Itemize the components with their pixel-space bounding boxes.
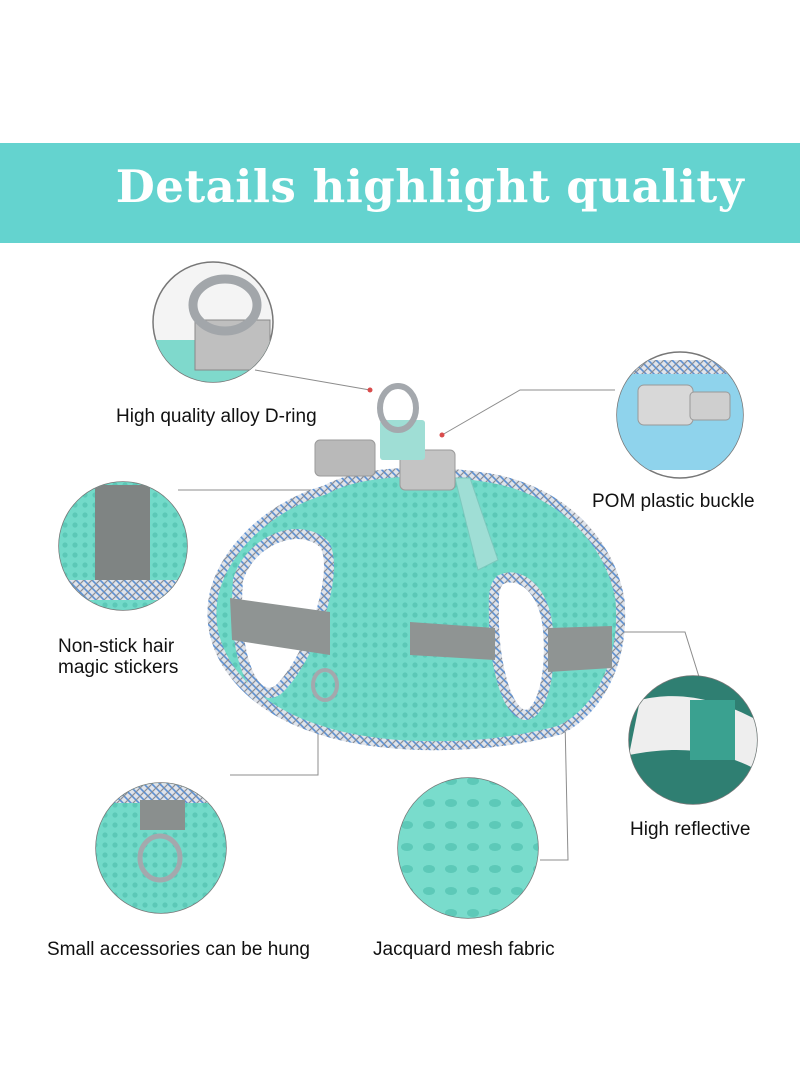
velcro-closeup: [58, 481, 188, 611]
label-d-ring: High quality alloy D-ring: [116, 406, 317, 427]
reflective-strip-closeup: [628, 675, 758, 805]
label-accessories: Small accessories can be hung: [47, 939, 310, 960]
small-d-ring-closeup: [95, 782, 227, 914]
buckle-closeup: [616, 351, 744, 479]
label-mesh: Jacquard mesh fabric: [373, 939, 555, 960]
harness-product: [207, 383, 626, 751]
label-reflective: High reflective: [630, 819, 751, 840]
title-banner: [0, 143, 800, 243]
banner-title: Details highlight quality: [115, 160, 745, 213]
label-stickers-line2: magic stickers: [58, 657, 179, 678]
mesh-fabric-closeup: [397, 777, 539, 919]
label-buckle: POM plastic buckle: [592, 491, 755, 512]
label-stickers-line1: Non-stick hair: [58, 636, 175, 657]
